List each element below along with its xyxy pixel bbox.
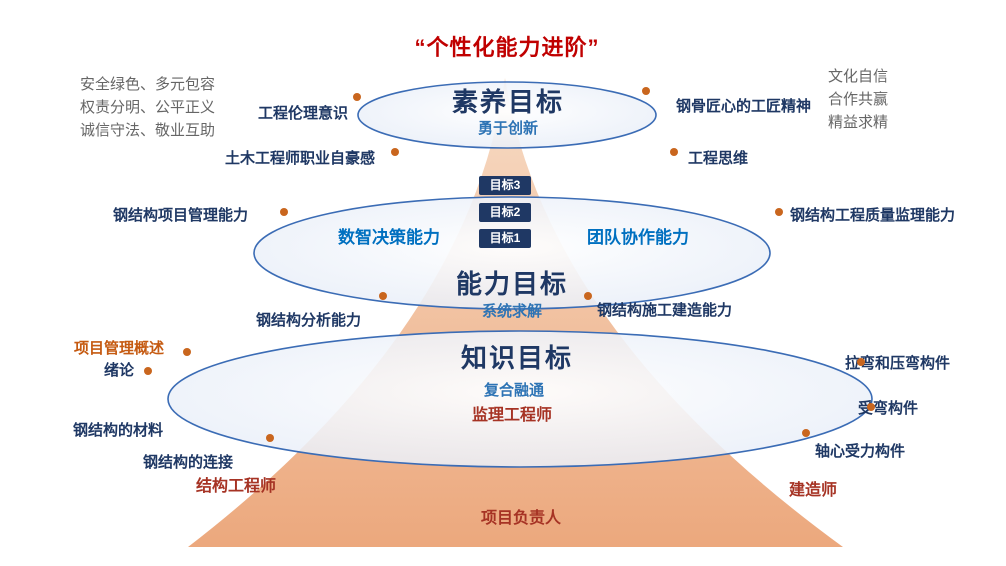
introduction-label: 绪论 — [104, 362, 135, 379]
materials-label: 钢结构的材料 — [73, 422, 164, 439]
marker-dot — [280, 208, 288, 216]
knowledge-tier-motto: 复合融通 — [483, 382, 545, 399]
note-line: 安全绿色、多元包容 — [80, 77, 216, 93]
marker-dot — [353, 93, 361, 101]
marker-dot — [867, 403, 875, 411]
marker-dot — [391, 148, 399, 156]
project-leader-role-label: 项目负责人 — [480, 510, 562, 527]
quality-left-values-note: 安全绿色、多元包容 权责分明、公平正义 诚信守法、敬业互助 — [80, 74, 215, 143]
ethics-label: 工程伦理意识 — [258, 105, 349, 122]
marker-dot — [857, 358, 865, 366]
connections-label: 钢结构的连接 — [143, 454, 234, 471]
note-line: 合作共赢 — [828, 92, 889, 108]
goal-box-3: 目标3 — [479, 176, 531, 195]
marker-dot — [379, 292, 387, 300]
marker-dot — [144, 367, 152, 375]
structural-engineer-role-label: 结构工程师 — [196, 478, 277, 495]
construction-ability-label: 钢结构施工建造能力 — [597, 302, 733, 319]
constructor-role-label: 建造师 — [789, 482, 838, 499]
project-management-ability-label: 钢结构项目管理能力 — [113, 207, 249, 224]
tier-ellipse-ability — [253, 196, 771, 310]
ability-tier-motto: 系统求解 — [481, 303, 543, 320]
axial-members-label: 轴心受力构件 — [815, 443, 906, 460]
pm-overview-label: 项目管理概述 — [74, 340, 165, 357]
tier-ellipse-knowledge — [167, 330, 873, 468]
marker-dot — [183, 348, 191, 356]
goal-box-2: 目标2 — [479, 203, 531, 222]
quality-tier-motto: 勇于创新 — [477, 120, 539, 137]
marker-dot — [266, 434, 274, 442]
engineering-thinking-label: 工程思维 — [688, 150, 749, 167]
digital-decision-label: 数智决策能力 — [338, 228, 440, 247]
teamwork-label: 团队协作能力 — [587, 228, 689, 247]
note-line: 文化自信 — [828, 69, 889, 85]
note-line: 权责分明、公平正义 — [80, 100, 216, 116]
tension-compression-bending-label: 拉弯和压弯构件 — [845, 355, 951, 372]
marker-dot — [584, 292, 592, 300]
knowledge-tier-title: 知识目标 — [460, 343, 574, 373]
supervisor-role-label: 监理工程师 — [471, 407, 553, 424]
note-line: 精益求精 — [828, 115, 889, 131]
ability-tier-title: 能力目标 — [455, 269, 569, 299]
marker-dot — [642, 87, 650, 95]
quality-supervision-ability-label: 钢结构工程质量监理能力 — [790, 207, 956, 224]
quality-tier-title: 素养目标 — [451, 87, 565, 117]
goal-box-1: 目标1 — [479, 229, 531, 248]
quality-right-values-note: 文化自信 合作共赢 精益求精 — [828, 66, 888, 135]
analysis-ability-label: 钢结构分析能力 — [256, 312, 362, 329]
craftsman-spirit-label: 钢骨匠心的工匠精神 — [676, 98, 812, 115]
diagram-title: “个性化能力进阶” — [414, 35, 600, 60]
marker-dot — [670, 148, 678, 156]
tier-ellipse-quality — [357, 81, 657, 149]
marker-dot — [802, 429, 810, 437]
note-line: 诚信守法、敬业互助 — [80, 123, 216, 139]
marker-dot — [775, 208, 783, 216]
professional-pride-label: 土木工程师职业自豪感 — [225, 150, 376, 167]
